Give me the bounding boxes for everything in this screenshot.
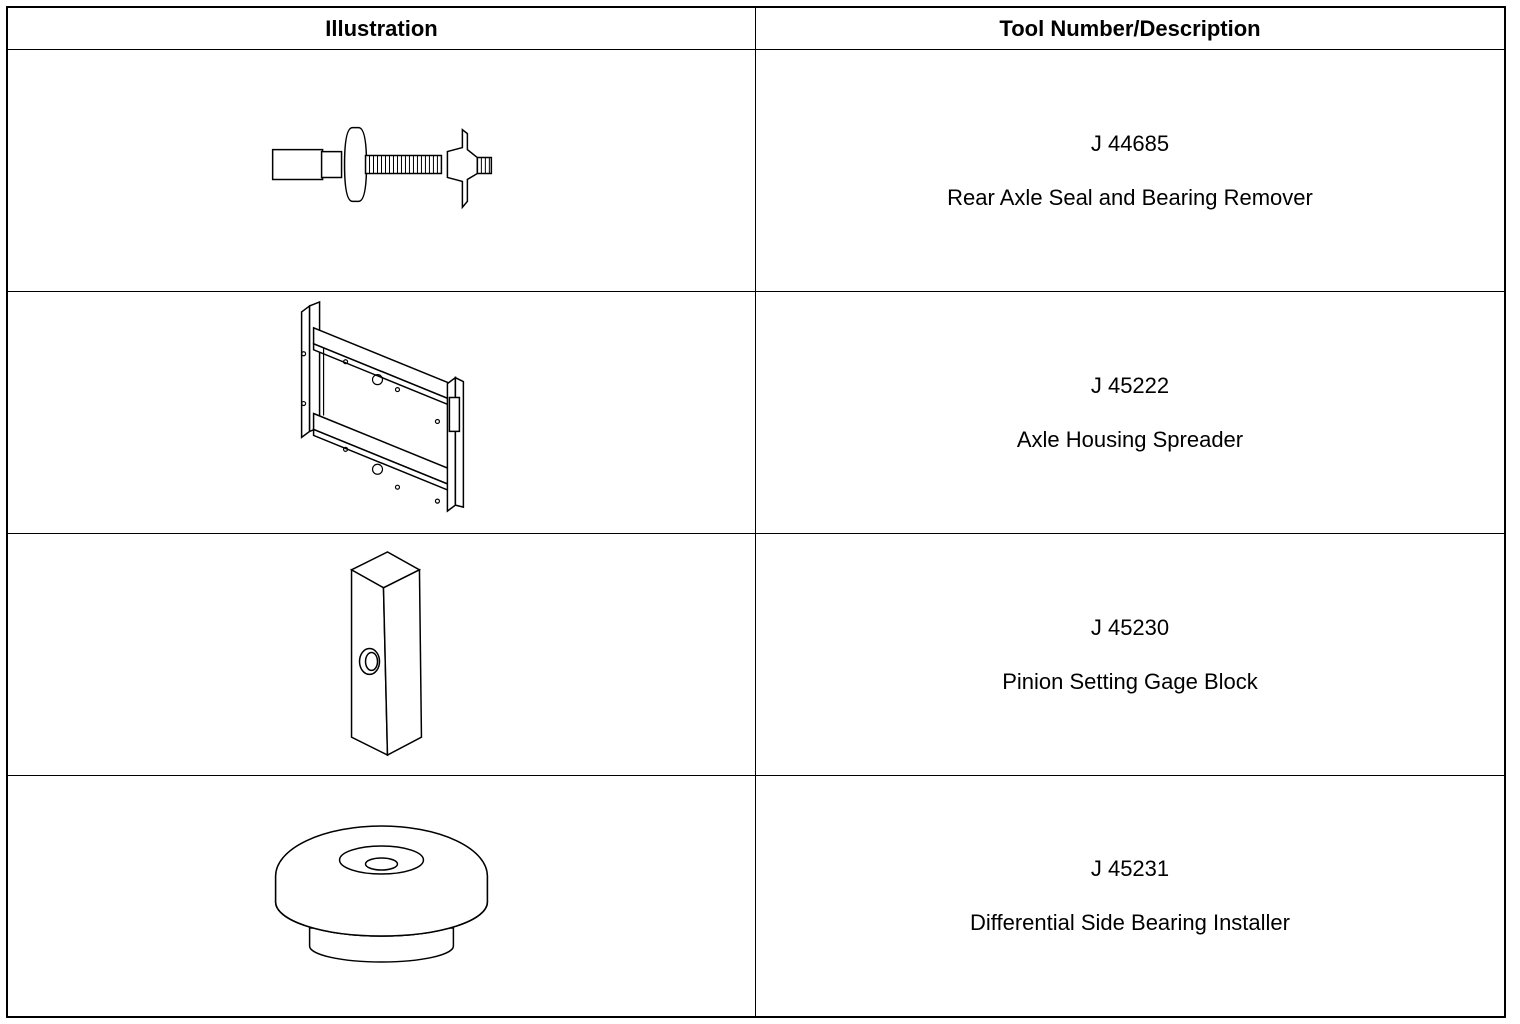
description-cell: J 45230 Pinion Setting Gage Block xyxy=(756,534,1504,775)
header-tool-number-description: Tool Number/Description xyxy=(999,15,1261,41)
illustration-cell xyxy=(8,50,756,291)
gage-block-icon xyxy=(8,534,755,775)
housing-spreader-icon xyxy=(8,292,755,533)
table-row: J 45230 Pinion Setting Gage Block xyxy=(8,534,1504,776)
illustration-cell xyxy=(8,776,756,1016)
description-cell: J 45231 Differential Side Bearing Instal… xyxy=(756,776,1504,1016)
illustration-cell xyxy=(8,292,756,533)
tool-description: Axle Housing Spreader xyxy=(1016,426,1244,452)
illustration-cell xyxy=(8,534,756,775)
tool-number: J 45230 xyxy=(1090,614,1170,640)
tool-number: J 45231 xyxy=(1090,856,1170,881)
table-row: J 45222 Axle Housing Spreader xyxy=(8,292,1504,534)
tool-description: Differential Side Bearing Installer xyxy=(970,910,1290,935)
table-row: J 45231 Differential Side Bearing Instal… xyxy=(8,776,1504,1016)
tool-description: Pinion Setting Gage Block xyxy=(1002,668,1258,694)
seal-bearing-remover-icon xyxy=(8,50,755,291)
tool-number: J 45222 xyxy=(1090,372,1170,398)
tool-description: Rear Axle Seal and Bearing Remover xyxy=(947,184,1313,210)
special-tools-table: Illustration Tool Number/Description xyxy=(6,6,1506,1018)
table-row: J 44685 Rear Axle Seal and Bearing Remov… xyxy=(8,50,1504,292)
description-cell: J 44685 Rear Axle Seal and Bearing Remov… xyxy=(756,50,1504,291)
tool-number: J 44685 xyxy=(1090,130,1170,156)
header-illustration: Illustration xyxy=(8,8,756,49)
bearing-installer-icon xyxy=(8,776,755,1016)
table-header-row: Illustration Tool Number/Description xyxy=(8,8,1504,50)
description-cell: J 45222 Axle Housing Spreader xyxy=(756,292,1504,533)
